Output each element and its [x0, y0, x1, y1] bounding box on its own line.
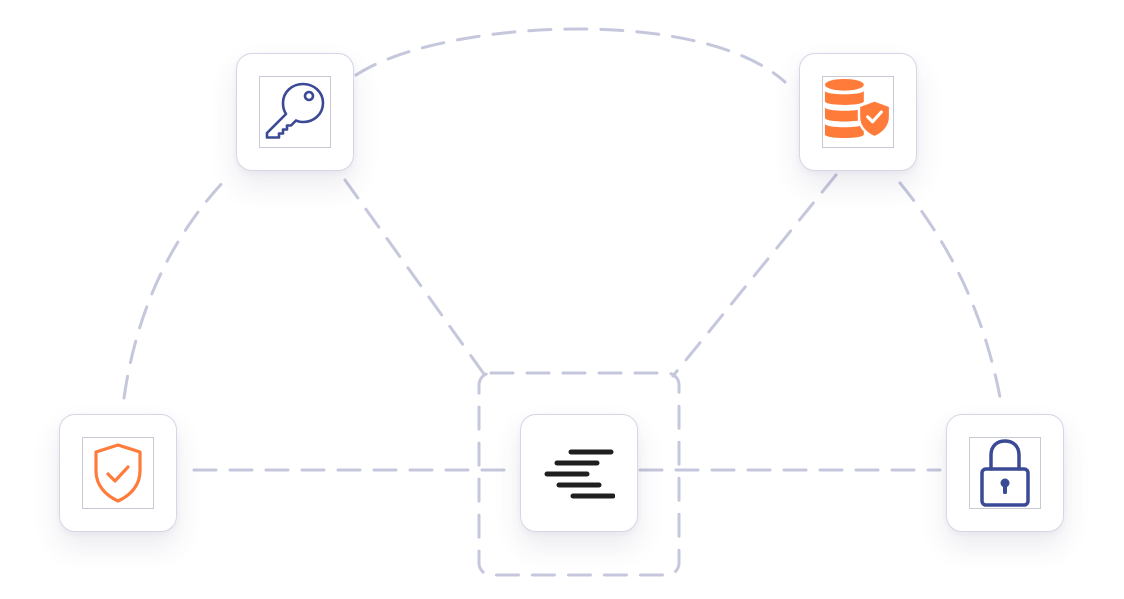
arc-key-to-database [354, 27, 787, 84]
line-key-to-hub [343, 178, 486, 376]
hub-logo [543, 443, 615, 503]
lock-icon-frame [969, 437, 1041, 509]
database-shield-icon [824, 78, 892, 139]
shield-node[interactable] [59, 414, 177, 532]
lock-node[interactable] [946, 414, 1064, 532]
shield-check-icon [94, 443, 142, 503]
hub-node[interactable] [520, 414, 638, 532]
arc-database-to-lock [898, 181, 1002, 399]
shield-icon-frame [82, 437, 154, 509]
database-node[interactable] [799, 53, 917, 171]
hub-focus-box [477, 371, 681, 577]
padlock-icon [980, 439, 1030, 507]
line-database-to-hub [671, 173, 838, 378]
key-node[interactable] [236, 53, 354, 171]
arc-shield-to-key [122, 178, 227, 400]
key-icon-frame [259, 76, 331, 148]
logo-lines-icon [544, 449, 615, 499]
database-icon-frame [822, 76, 894, 148]
key-icon [265, 82, 325, 139]
